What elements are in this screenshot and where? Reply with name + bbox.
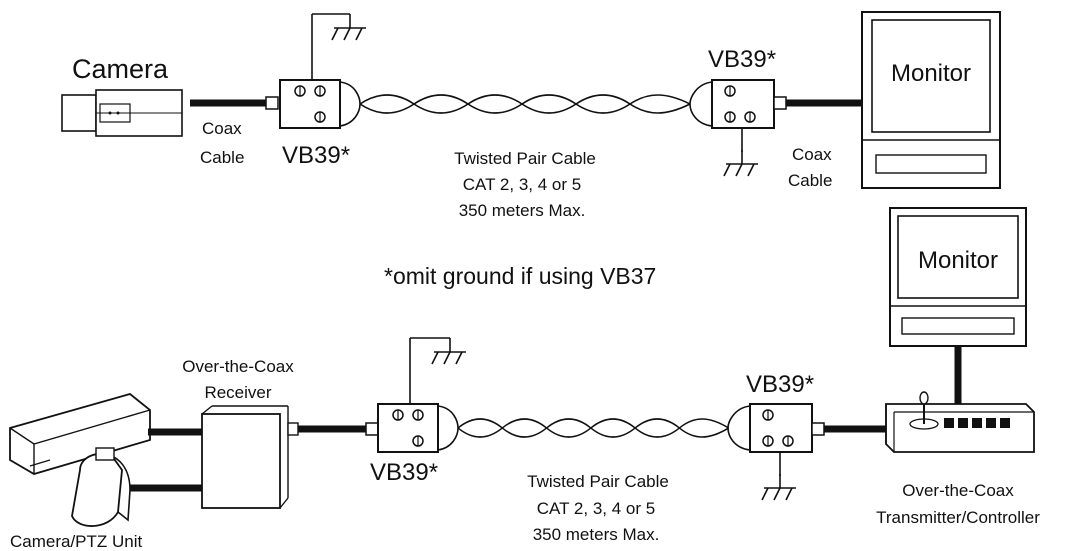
twisted-pair-length-bottom: 350 meters Max. xyxy=(533,525,660,544)
ground-symbol-icon xyxy=(331,13,367,41)
ground-symbol-icon xyxy=(761,473,797,501)
ground-symbol-icon xyxy=(723,149,759,177)
controller-icon xyxy=(885,391,1035,453)
transmitter-label-1: Over-the-Coax xyxy=(902,481,1014,500)
balun-icon xyxy=(727,403,813,453)
twisted-pair-label-top: Twisted Pair Cable xyxy=(454,149,596,168)
balun-label-bottom-left: VB39* xyxy=(370,459,438,486)
receiver-box-icon xyxy=(201,405,289,509)
twisted-pair-cat-bottom: CAT 2, 3, 4 or 5 xyxy=(537,499,655,518)
monitor-label-top: Monitor xyxy=(891,60,971,87)
balun-label-bottom-right: VB39* xyxy=(746,371,814,398)
receiver-label-1: Over-the-Coax xyxy=(182,357,294,376)
monitor-label-bottom: Monitor xyxy=(918,247,998,274)
twisted-pair-label-bottom: Twisted Pair Cable xyxy=(527,472,669,491)
coax-label-top-left-2: Cable xyxy=(200,148,244,167)
twisted-pair-cat-top: CAT 2, 3, 4 or 5 xyxy=(463,175,581,194)
receiver-label-2: Receiver xyxy=(204,383,271,402)
ptz-camera-icon xyxy=(9,393,151,527)
monitor-icon xyxy=(889,207,1027,347)
coax-label-top-right-2: Cable xyxy=(788,171,832,190)
balun-label-top-left: VB39* xyxy=(282,142,350,169)
camera-icon xyxy=(61,89,183,137)
camera-label: Camera xyxy=(72,54,169,84)
transmitter-label-2: Transmitter/Controller xyxy=(876,508,1040,527)
twisted-pair-length-top: 350 meters Max. xyxy=(459,201,586,220)
camera-ptz-label: Camera/PTZ Unit xyxy=(10,532,143,551)
balun-icon xyxy=(377,403,459,453)
coax-label-top-left: Coax xyxy=(202,119,242,138)
ground-symbol-icon xyxy=(431,337,467,365)
ground-note: *omit ground if using VB37 xyxy=(384,263,656,289)
balun-label-top-right: VB39* xyxy=(708,46,776,73)
coax-label-top-right: Coax xyxy=(792,145,832,164)
monitor-icon xyxy=(861,11,1001,189)
balun-icon xyxy=(279,79,361,129)
balun-icon xyxy=(689,79,775,129)
